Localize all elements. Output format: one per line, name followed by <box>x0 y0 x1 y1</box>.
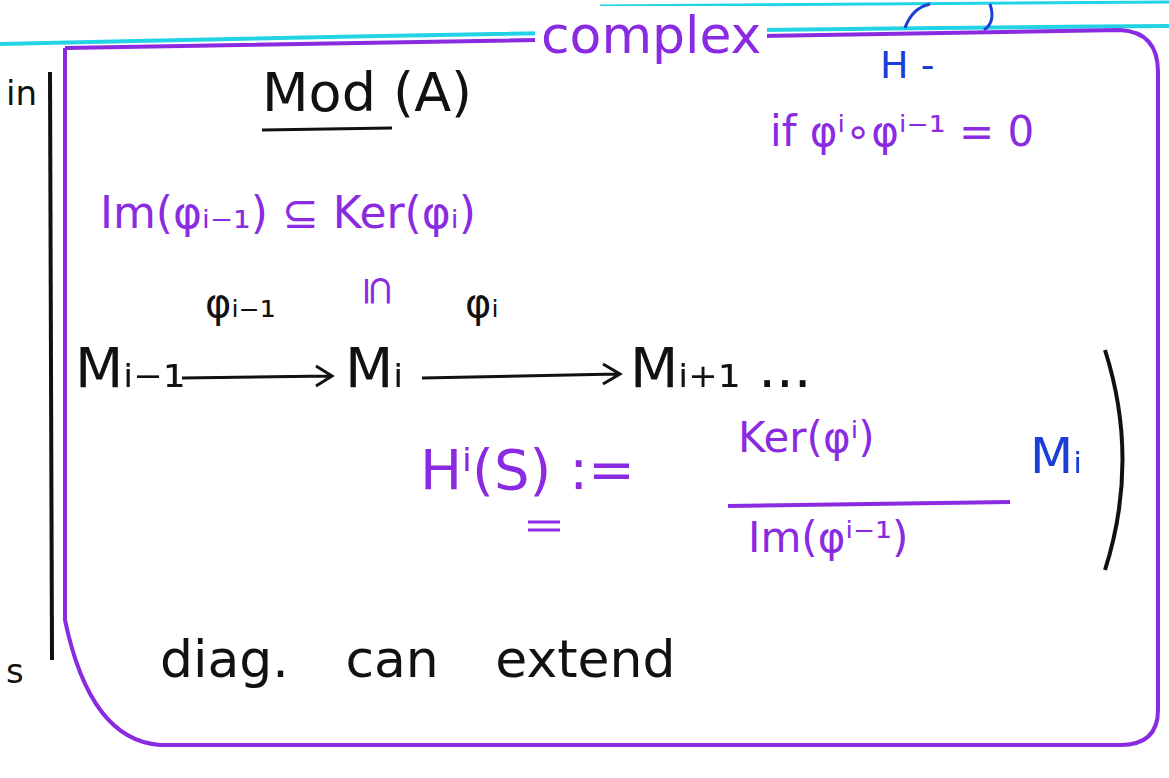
underline <box>262 128 392 130</box>
closing-bracket <box>1105 350 1123 570</box>
handwritten-text: Mᵢ₋₁ <box>75 336 185 400</box>
handwritten-text: Ker(φⁱ) <box>738 414 875 462</box>
handwritten-text: φᵢ₋₁ <box>205 280 276 326</box>
arrow <box>182 366 332 386</box>
handwritten-text: Im(φⁱ⁻¹) <box>748 514 908 562</box>
arrow <box>422 364 620 384</box>
handwritten-text: complex <box>535 6 767 66</box>
margin-text: s <box>6 652 24 691</box>
lecture-box: complexif φⁱ∘φⁱ⁻¹ = 0H -Mod (A)Im(φᵢ₋₁) … <box>30 20 1165 755</box>
blue-scribble <box>905 4 992 30</box>
handwritten-text: Hⁱ(S) := <box>420 438 635 502</box>
handwritten-text: H - <box>880 44 934 88</box>
double-underline <box>528 522 560 530</box>
handwritten-text: Mᵢ₊₁ ... <box>630 336 812 400</box>
handwritten-text: diag. can extend <box>160 630 676 690</box>
handwritten-text: ⊆ <box>356 274 402 308</box>
handwritten-text: Im(φᵢ₋₁) ⊆ Ker(φᵢ) <box>100 188 476 239</box>
margin-line <box>50 72 52 660</box>
outline-path <box>65 30 1158 745</box>
handwritten-text: if φⁱ∘φⁱ⁻¹ = 0 <box>770 108 1034 156</box>
handwritten-text: Mᵢ <box>345 336 403 400</box>
fraction-bar <box>728 502 1010 506</box>
margin-text: in <box>6 74 37 113</box>
handwritten-text: Mᵢ <box>1030 428 1082 486</box>
handwritten-text: Mod (A) <box>262 62 472 124</box>
handwritten-text: φᵢ <box>465 280 499 326</box>
